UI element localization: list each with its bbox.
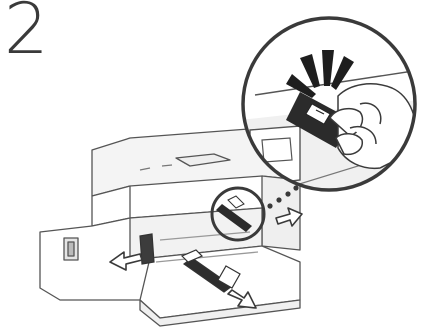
hand-icon <box>330 84 417 168</box>
